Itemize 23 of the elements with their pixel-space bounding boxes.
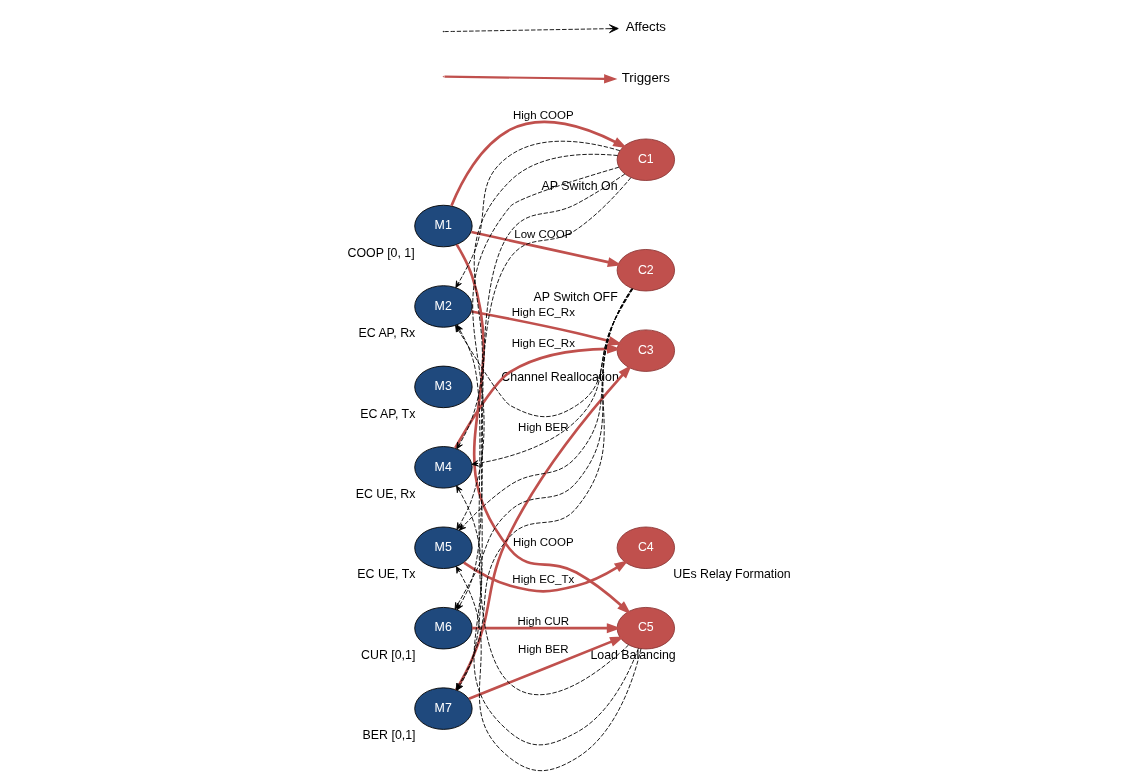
node-label: EC UE, Rx (355, 487, 416, 501)
edge-label: High EC_Rx (511, 305, 575, 318)
legend-label: Triggers (621, 70, 670, 86)
node-label: AP Switch On (541, 179, 618, 194)
node-label: Load Balancing (590, 647, 676, 662)
node-label: Channel Reallocation (501, 370, 619, 385)
node-label: EC AP, Rx (358, 326, 416, 341)
edge-label: High BER (518, 643, 569, 656)
node-label: EC UE, Tx (357, 567, 416, 582)
node-label: EC AP, Tx (360, 406, 416, 421)
edge-label: High CUR (517, 615, 570, 628)
edge-label: High COOP (512, 108, 574, 121)
node-label: AP Switch OFF (533, 289, 618, 304)
edge-label: High COOP (512, 536, 574, 549)
edge-label: High EC_Rx (511, 337, 575, 350)
legend-label: Affects (625, 19, 666, 35)
node-label: BER [0,1] (362, 728, 416, 743)
edge-label: High EC_Tx (512, 572, 575, 585)
edge-label: Low COOP (514, 227, 573, 240)
edge-label: High BER (518, 420, 569, 433)
node-label: CUR [0,1] (361, 647, 416, 662)
node-label: COOP [0, 1] (347, 245, 415, 260)
node-label: UEs Relay Formation (673, 567, 791, 582)
